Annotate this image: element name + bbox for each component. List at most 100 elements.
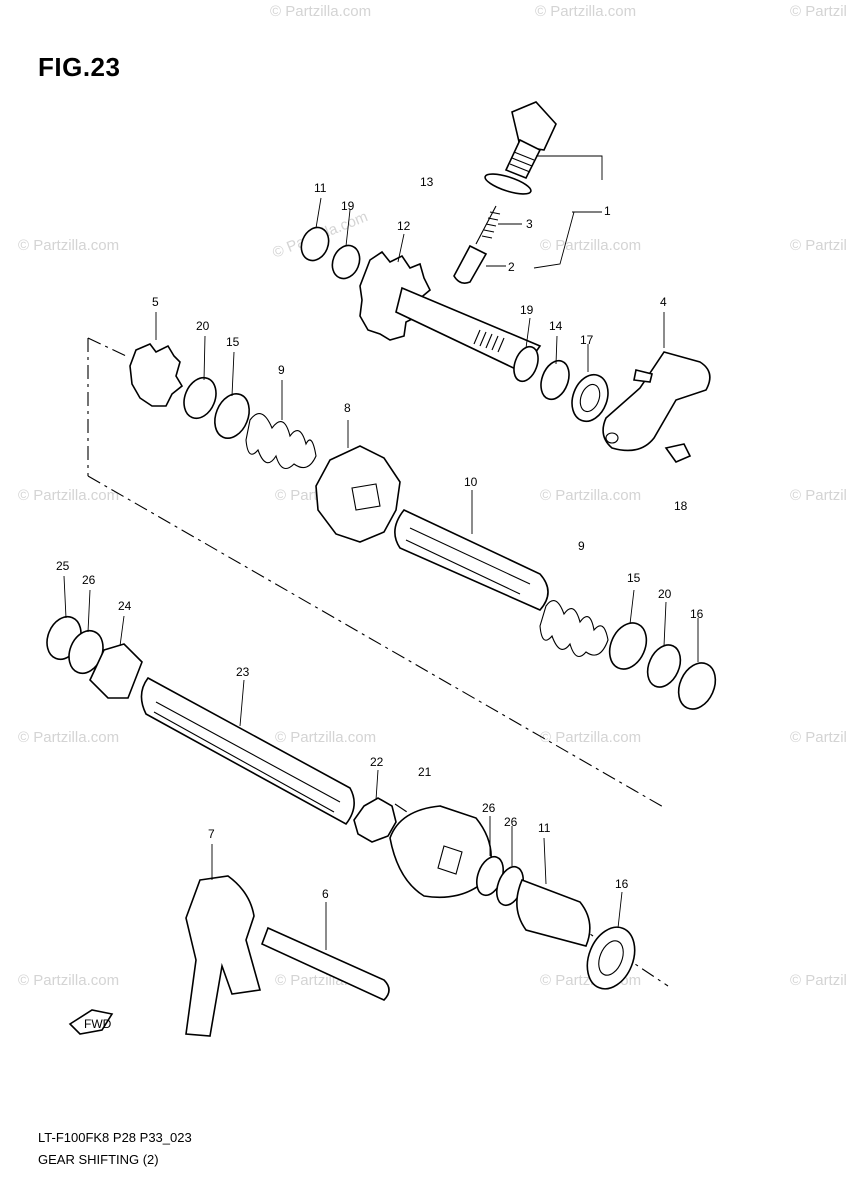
thread-lines	[509, 151, 535, 173]
watermark: © Partzilla.com	[540, 487, 641, 504]
watermark: © Partzilla.com	[790, 237, 846, 254]
callout: 21	[418, 765, 432, 779]
fork-shaft-group	[46, 615, 355, 826]
shift-fork-7	[185, 875, 262, 1037]
axis-centerlines	[87, 337, 669, 987]
washer-15	[608, 622, 648, 670]
cam-stopper-8	[315, 445, 401, 543]
callout: 6	[322, 887, 329, 901]
callout: 26	[504, 815, 518, 829]
callout: 15	[226, 335, 240, 349]
callout: 1	[604, 204, 611, 218]
bush-11	[516, 878, 591, 947]
shift-fork-group	[185, 875, 390, 1037]
stopper-pin	[453, 244, 488, 284]
watermark: © Partzilla.com	[18, 487, 119, 504]
circlip-20	[646, 644, 682, 688]
callout: 12	[397, 219, 411, 233]
bolt-18	[664, 443, 692, 463]
watermark: © Partzilla.com	[790, 729, 846, 746]
arm-pin	[633, 369, 653, 383]
shift-cam-shaft-group	[394, 509, 717, 710]
drum-bore	[437, 845, 463, 875]
cam-gear-5	[129, 343, 184, 407]
watermark: © Partzilla.com	[790, 487, 846, 504]
callout: 9	[278, 363, 285, 377]
callout: 7	[208, 827, 215, 841]
bush-24	[89, 643, 143, 699]
callout: 11	[538, 821, 551, 835]
callout: 18	[674, 499, 688, 513]
shift-arm-group	[513, 345, 711, 463]
figure-title: FIG.23	[38, 52, 121, 82]
callout: 17	[580, 333, 594, 347]
shaft-splines	[473, 329, 505, 353]
model-code: LT-F100FK8 P28 P33_023	[38, 1130, 192, 1145]
callout: 8	[344, 401, 351, 415]
gasket	[484, 173, 532, 195]
circlip-11	[300, 226, 330, 262]
diagram-caption: GEAR SHIFTING (2)	[38, 1152, 159, 1167]
callout: 26	[82, 573, 96, 587]
callout: 22	[370, 755, 384, 769]
shaft-10	[394, 509, 549, 611]
spring-9	[245, 413, 317, 470]
callout: 16	[615, 877, 629, 891]
fwd-arrow-icon	[68, 1009, 114, 1035]
centerline	[87, 337, 127, 357]
washer-16	[677, 662, 717, 710]
washer-19	[513, 345, 539, 383]
spring-9	[539, 600, 609, 658]
callout: 26	[482, 801, 496, 815]
fwd-label: FWD	[84, 1017, 112, 1031]
watermark: © Partzilla.com	[790, 972, 846, 989]
drum-group	[353, 797, 636, 990]
washer-bore	[598, 940, 624, 976]
drum-21	[389, 805, 492, 899]
watermark: © Partzilla.com	[18, 972, 119, 989]
centerline	[87, 475, 666, 809]
callout-leaders	[63, 197, 699, 950]
bearing-bore	[579, 383, 601, 413]
washer-14	[540, 359, 570, 401]
watermark: © Partzilla.com	[540, 729, 641, 746]
gear-shift-shaft	[300, 226, 542, 374]
washer-15	[214, 393, 250, 439]
callout: 20	[658, 587, 672, 601]
callout: 24	[118, 599, 132, 613]
watermark: © Partzilla.com	[275, 729, 376, 746]
watermark: © Partzilla.com	[18, 237, 119, 254]
watermark: © Partzilla.com	[535, 3, 636, 20]
callout: 11	[314, 181, 327, 195]
shift-cam-group	[129, 343, 401, 543]
stopper-bolt-assembly	[453, 101, 603, 284]
arm-hole	[605, 432, 619, 444]
washer-16	[586, 926, 636, 990]
retainer-22	[353, 797, 397, 843]
shaft-23	[140, 676, 355, 826]
watermark: © Partzilla.com	[18, 729, 119, 746]
bearing-17	[571, 373, 609, 423]
callout: 14	[549, 319, 563, 333]
callout: 15	[627, 571, 641, 585]
watermark: © Partzilla.com	[790, 3, 846, 20]
callout: 19	[520, 303, 534, 317]
watermark: © Partzilla.com	[540, 237, 641, 254]
spring-coils	[481, 211, 501, 239]
callout: 10	[464, 475, 478, 489]
fwd-direction-marker: FWD	[68, 1009, 114, 1035]
bolt-thread	[504, 138, 542, 180]
callout: 25	[56, 559, 70, 573]
callout: 23	[236, 665, 250, 679]
callout: 13	[420, 175, 434, 189]
circlip-20	[183, 376, 217, 420]
fork-shaft-6	[260, 926, 390, 1001]
shaft-grooves	[153, 701, 341, 813]
cam-stopper-slot	[351, 483, 381, 511]
bolt-head	[511, 101, 557, 151]
callout: 20	[196, 319, 210, 333]
watermark: © Partzilla.com	[270, 3, 371, 20]
washer-19	[331, 244, 361, 280]
